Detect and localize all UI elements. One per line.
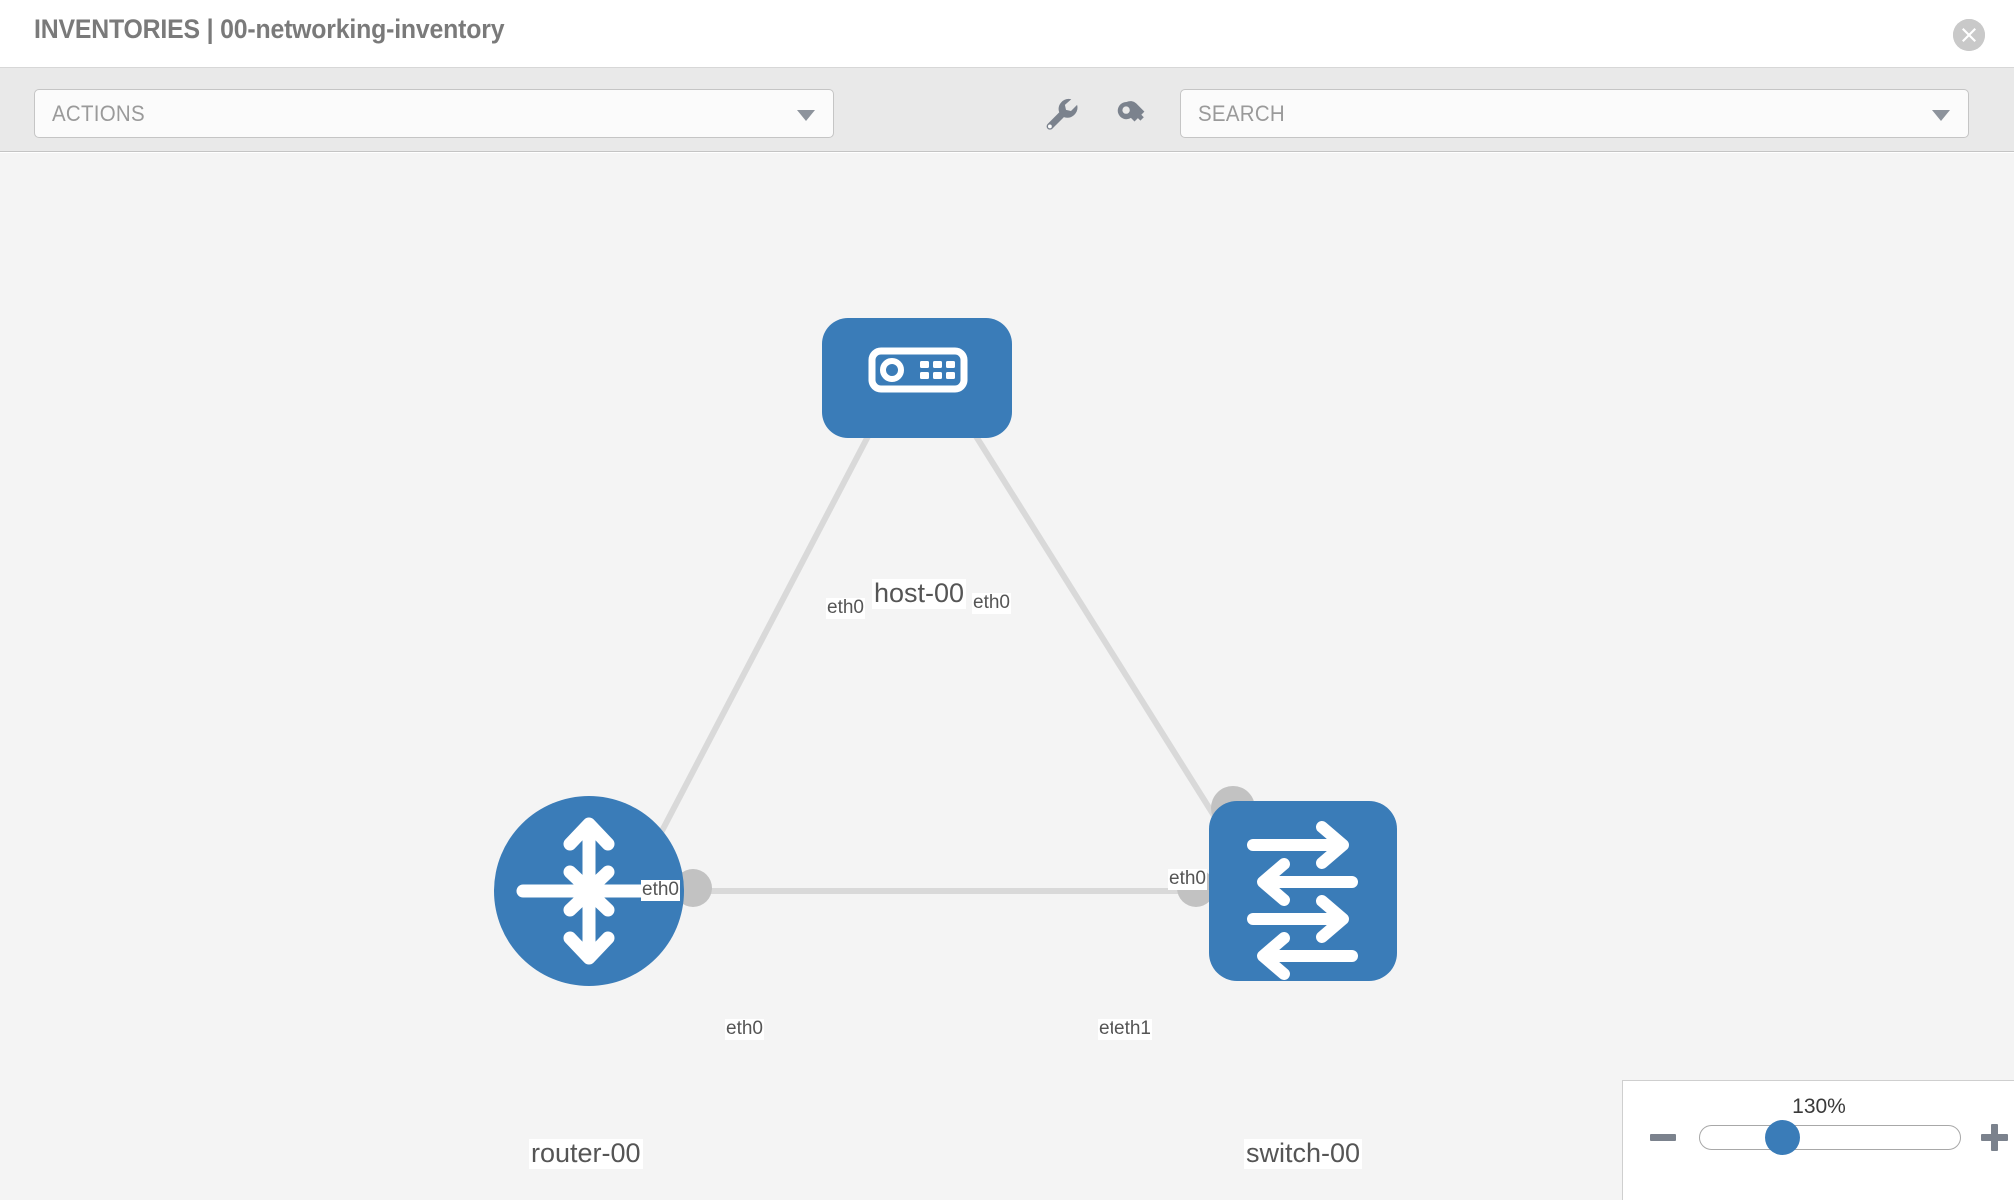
- port-label: eth0: [1168, 868, 1207, 890]
- node-label-router: router-00: [529, 1138, 643, 1169]
- node-host-00[interactable]: [822, 318, 1012, 438]
- minus-icon[interactable]: [1650, 1134, 1676, 1141]
- node-label-host: host-00: [872, 578, 967, 609]
- plus-icon[interactable]: [1981, 1124, 2008, 1151]
- key-icon[interactable]: [1113, 96, 1151, 132]
- actions-dropdown-label: ACTIONS: [52, 101, 145, 126]
- zoom-slider-thumb[interactable]: [1765, 1120, 1800, 1155]
- zoom-level-value: 130%: [1792, 1095, 1846, 1118]
- port-label: eth0: [641, 879, 680, 901]
- close-icon[interactable]: [1953, 19, 1985, 51]
- node-router-00[interactable]: [494, 796, 684, 986]
- port-label: eth0: [972, 592, 1011, 614]
- port-label: eth0: [725, 1018, 764, 1040]
- link-host-router[interactable]: [637, 396, 891, 875]
- node-label-switch: switch-00: [1244, 1138, 1363, 1169]
- chevron-down-icon: [797, 109, 815, 121]
- zoom-slider-track[interactable]: [1699, 1125, 1961, 1150]
- zoom-control-panel: 130%: [1622, 1080, 2014, 1200]
- page-header: INVENTORIES | 00-networking-inventory: [0, 0, 2014, 68]
- wrench-icon[interactable]: [1043, 96, 1081, 132]
- search-input[interactable]: SEARCH: [1180, 89, 1969, 138]
- port-label: eth0: [826, 597, 865, 619]
- topology-graph: [494, 318, 1397, 986]
- chevron-down-icon: [1932, 109, 1950, 121]
- link-group: [637, 396, 1253, 894]
- port-label: eth1: [1113, 1018, 1152, 1040]
- node-switch-00[interactable]: [1209, 801, 1397, 981]
- search-input-placeholder: SEARCH: [1198, 101, 1285, 126]
- toolbar: ACTIONS SEARCH: [0, 68, 2014, 152]
- actions-dropdown[interactable]: ACTIONS: [34, 89, 834, 138]
- page-title: INVENTORIES | 00-networking-inventory: [34, 14, 505, 44]
- topology-canvas[interactable]: eth0 eth0 eth0 eth0 eth0 eth0 eth1 host-…: [0, 153, 2014, 1200]
- link-host-switch[interactable]: [949, 396, 1253, 875]
